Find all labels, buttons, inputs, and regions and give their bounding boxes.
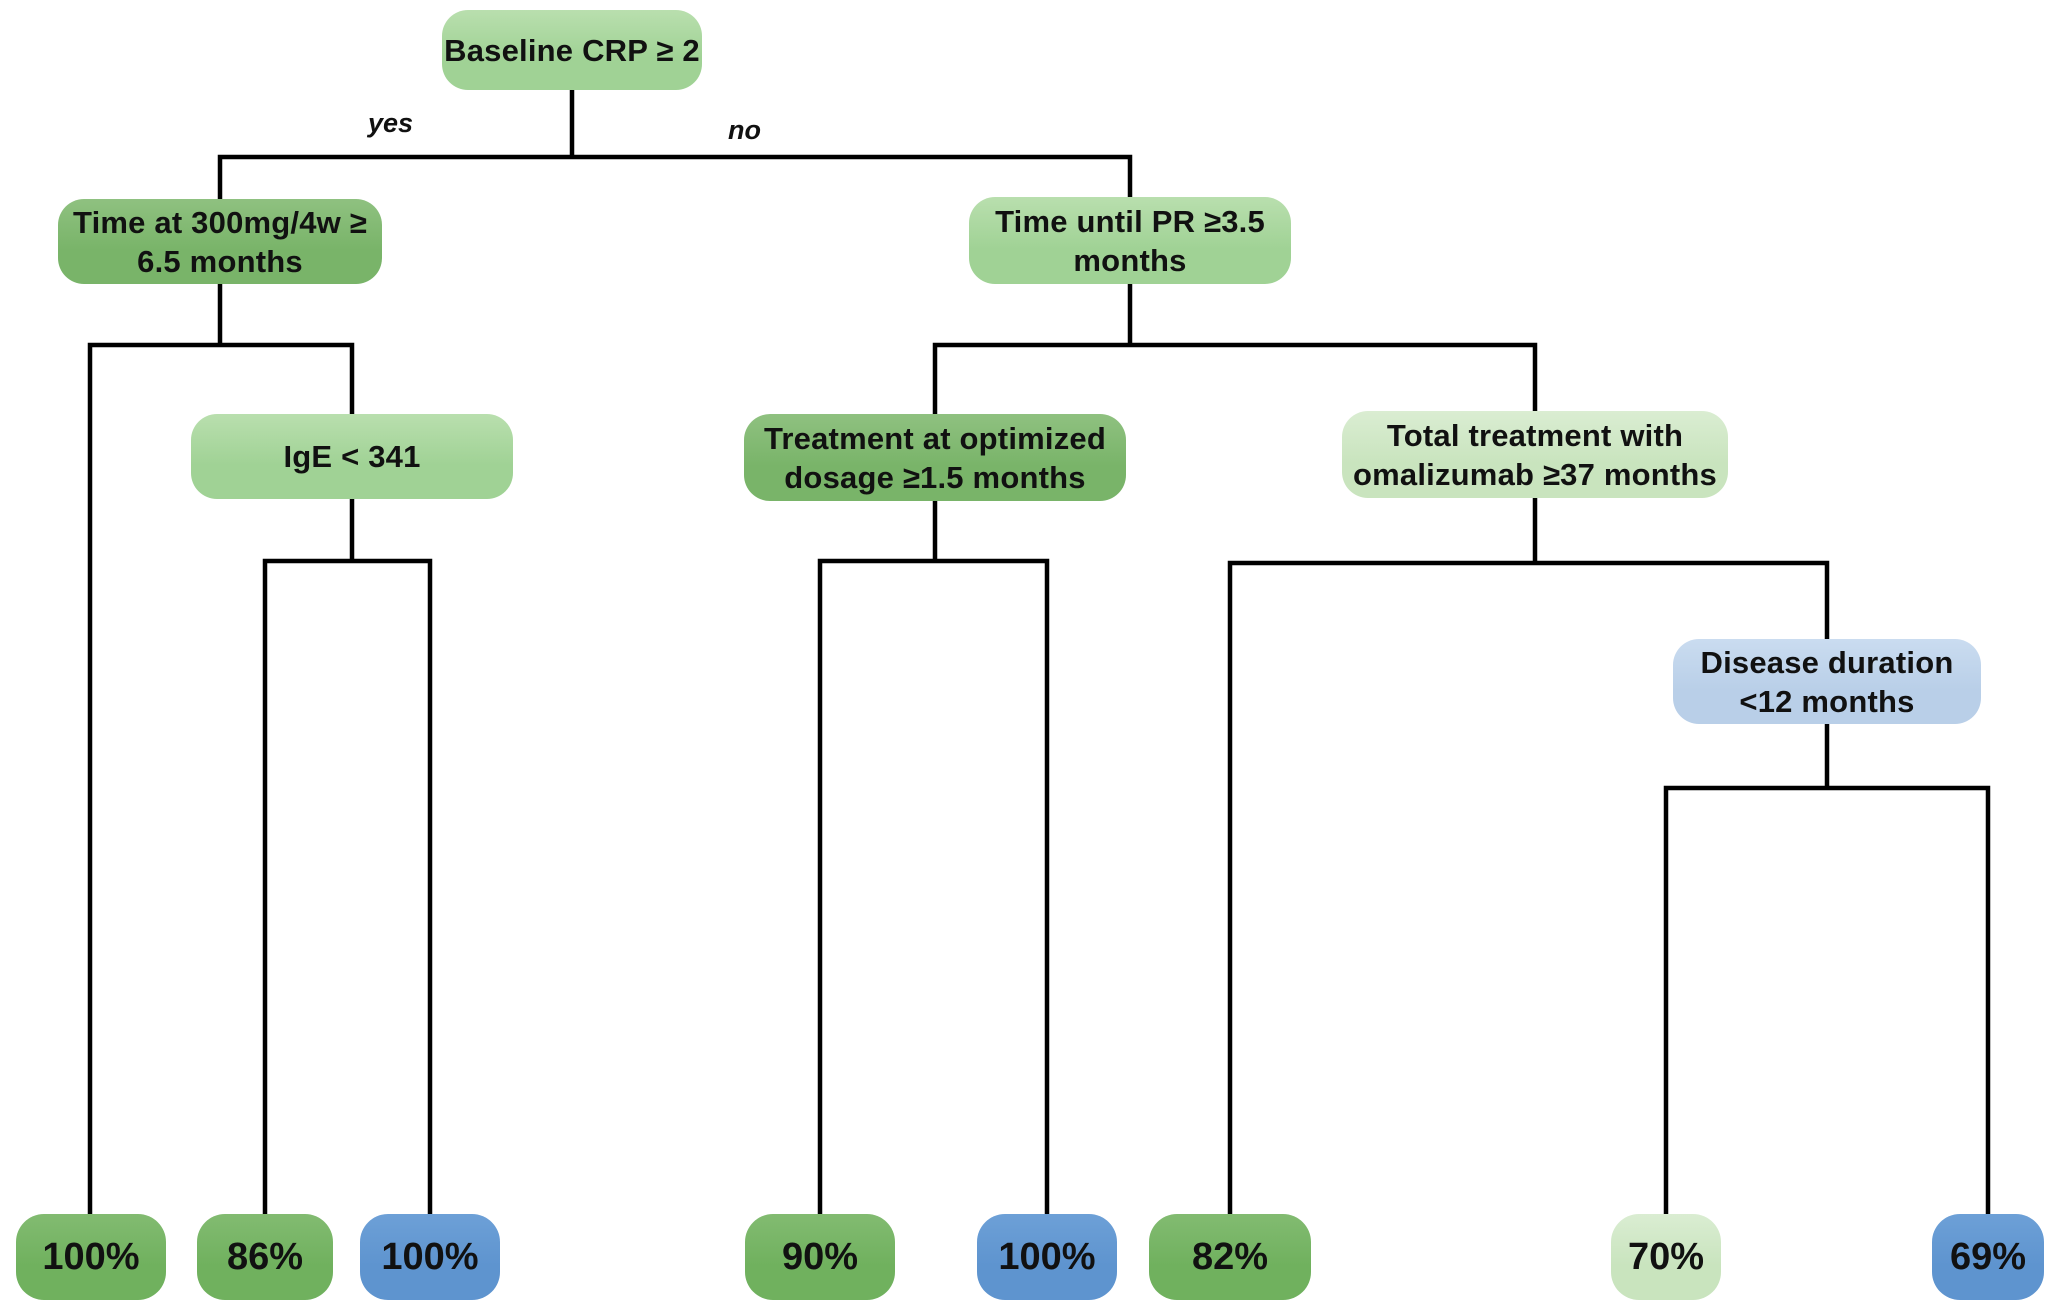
node-time-until-pr-line1: Time until PR ≥3.5 [995, 203, 1265, 239]
node-disease-duration-line2: <12 months [1739, 683, 1915, 719]
node-ige-label: IgE < 341 [283, 439, 421, 474]
leaf-result-8: 69% [1932, 1214, 2044, 1300]
leaf-result-6: 82% [1149, 1214, 1311, 1300]
node-total-treatment: Total treatment with omalizumab ≥37 mont… [1342, 411, 1728, 498]
node-total-treatment-line1: Total treatment with [1386, 417, 1684, 453]
node-baseline-crp: Baseline CRP ≥ 2 [442, 10, 702, 90]
branch-label-no: no [728, 115, 761, 145]
leaf-result-7: 70% [1611, 1214, 1721, 1300]
branch-label-yes: yes [368, 108, 414, 138]
node-time-until-pr: Time until PR ≥3.5 months [969, 197, 1291, 284]
leaf-result-2: 86% [197, 1214, 333, 1300]
leaf-result-4: 90% [745, 1214, 895, 1300]
leaf-result-3: 100% [360, 1214, 500, 1300]
node-ige: IgE < 341 [191, 414, 513, 499]
node-disease-duration-line1: Disease duration [1700, 644, 1954, 680]
node-time-at-300mg: Time at 300mg/4w ≥ 6.5 months [58, 199, 382, 284]
node-treatment-optimized-line1: Treatment at optimized [763, 420, 1106, 456]
node-treatment-optimized-line2: dosage ≥1.5 months [784, 459, 1086, 495]
node-time-until-pr-line2: months [1073, 242, 1187, 278]
node-time-at-300mg-line1: Time at 300mg/4w ≥ [73, 204, 367, 240]
node-disease-duration: Disease duration <12 months [1673, 639, 1981, 724]
node-time-at-300mg-line2: 6.5 months [137, 243, 303, 279]
leaf-result-5: 100% [977, 1214, 1117, 1300]
leaf-result-1: 100% [16, 1214, 166, 1300]
node-baseline-crp-label: Baseline CRP ≥ 2 [444, 32, 700, 68]
node-treatment-optimized: Treatment at optimized dosage ≥1.5 month… [744, 414, 1126, 501]
node-total-treatment-line2: omalizumab ≥37 months [1353, 456, 1717, 492]
